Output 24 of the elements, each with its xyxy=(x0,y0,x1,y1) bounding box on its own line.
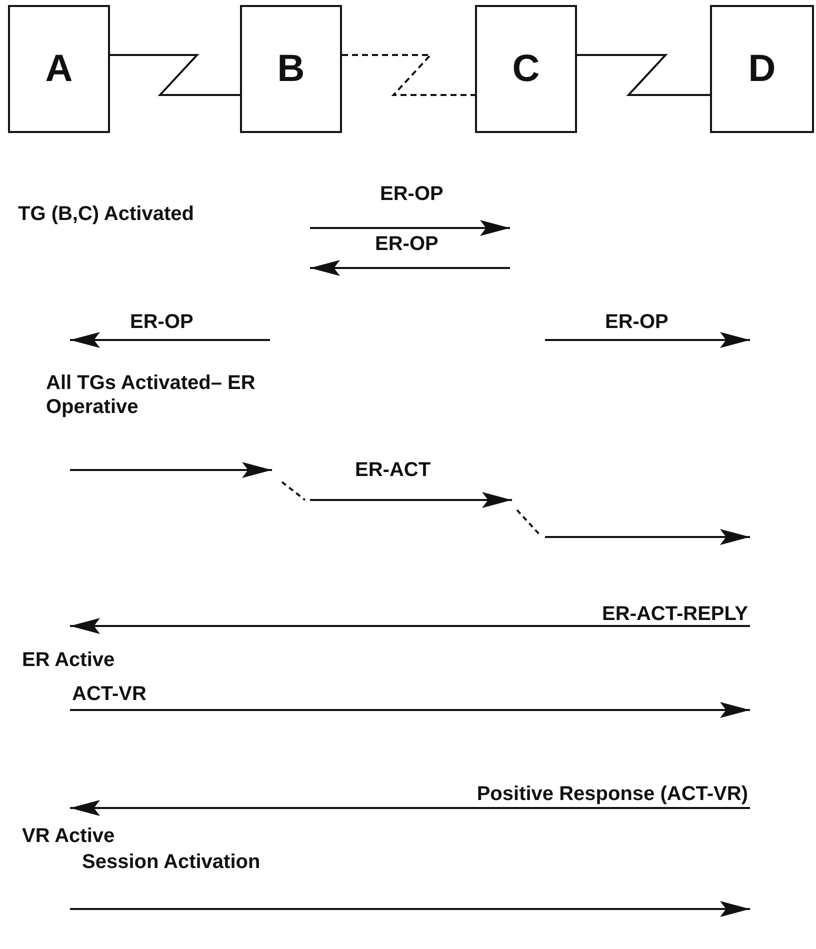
node-letter: C xyxy=(512,48,540,90)
node-box xyxy=(475,5,577,133)
message-label: ER-ACT-REPLY xyxy=(602,602,748,626)
node-box xyxy=(8,5,110,133)
message-label: ACT-VR xyxy=(72,682,146,706)
node-letter: B xyxy=(277,48,305,90)
node-box xyxy=(240,5,342,133)
link-line xyxy=(577,54,710,96)
link-line xyxy=(342,54,475,96)
message-label: Session Activation xyxy=(82,850,260,874)
message-label: ER-OP xyxy=(130,310,194,334)
node-letter: D xyxy=(748,48,776,90)
status-note: ER Active xyxy=(22,648,115,672)
message-label: Positive Response (ACT-VR) xyxy=(476,782,748,806)
status-note: All TGs Activated– ER Operative xyxy=(46,371,256,419)
link-line xyxy=(110,54,240,96)
node-box xyxy=(710,5,814,133)
message-label: ER-OP xyxy=(375,232,438,256)
message-label: ER-OP xyxy=(605,310,668,334)
message-label: ER-ACT xyxy=(355,458,431,482)
status-note: TG (B,C) Activated xyxy=(18,202,194,226)
node-letter: A xyxy=(45,48,73,90)
status-note: VR Active xyxy=(22,824,115,848)
message-label: ER-OP xyxy=(380,182,444,206)
